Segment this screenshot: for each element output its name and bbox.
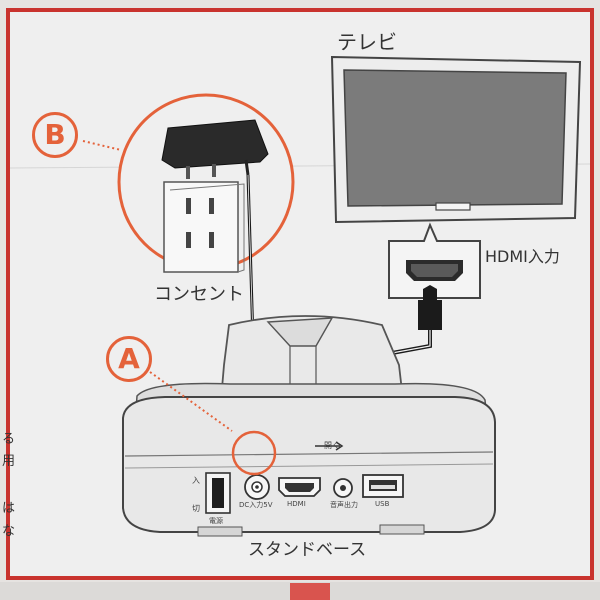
- switch-off-label: 切: [192, 504, 200, 513]
- hdmi-input-label: HDMI入力: [485, 247, 560, 266]
- callout-a-circle: [231, 430, 277, 476]
- badge-a: A: [106, 336, 152, 382]
- side-text-1: る: [2, 432, 16, 447]
- switch-on-label: 入: [192, 476, 200, 485]
- side-text-4: な: [2, 524, 16, 539]
- tv-label: テレビ: [337, 30, 397, 54]
- port-hdmi-label: HDMI: [287, 500, 306, 508]
- side-text-2: 用: [2, 454, 16, 469]
- tv-drawing: [330, 55, 582, 299]
- open-arrow-label: 開く: [324, 441, 340, 450]
- outlet-label: コンセント: [154, 284, 244, 305]
- port-usb-label: USB: [375, 500, 390, 508]
- wall-outlet: [163, 181, 245, 273]
- badge-b: B: [32, 112, 78, 158]
- port-dc-label: DC入力5V: [239, 501, 273, 509]
- tv-screen: [343, 69, 567, 207]
- stand-base-label: スタンドベース: [248, 540, 367, 560]
- stand-base-drawing: [122, 315, 496, 537]
- power-adapter: [161, 119, 269, 179]
- red-frame: [6, 8, 594, 580]
- side-text-3: は: [2, 501, 16, 516]
- port-audio-label: 音声出力: [330, 501, 358, 509]
- switch-power-label: 電源: [209, 517, 223, 525]
